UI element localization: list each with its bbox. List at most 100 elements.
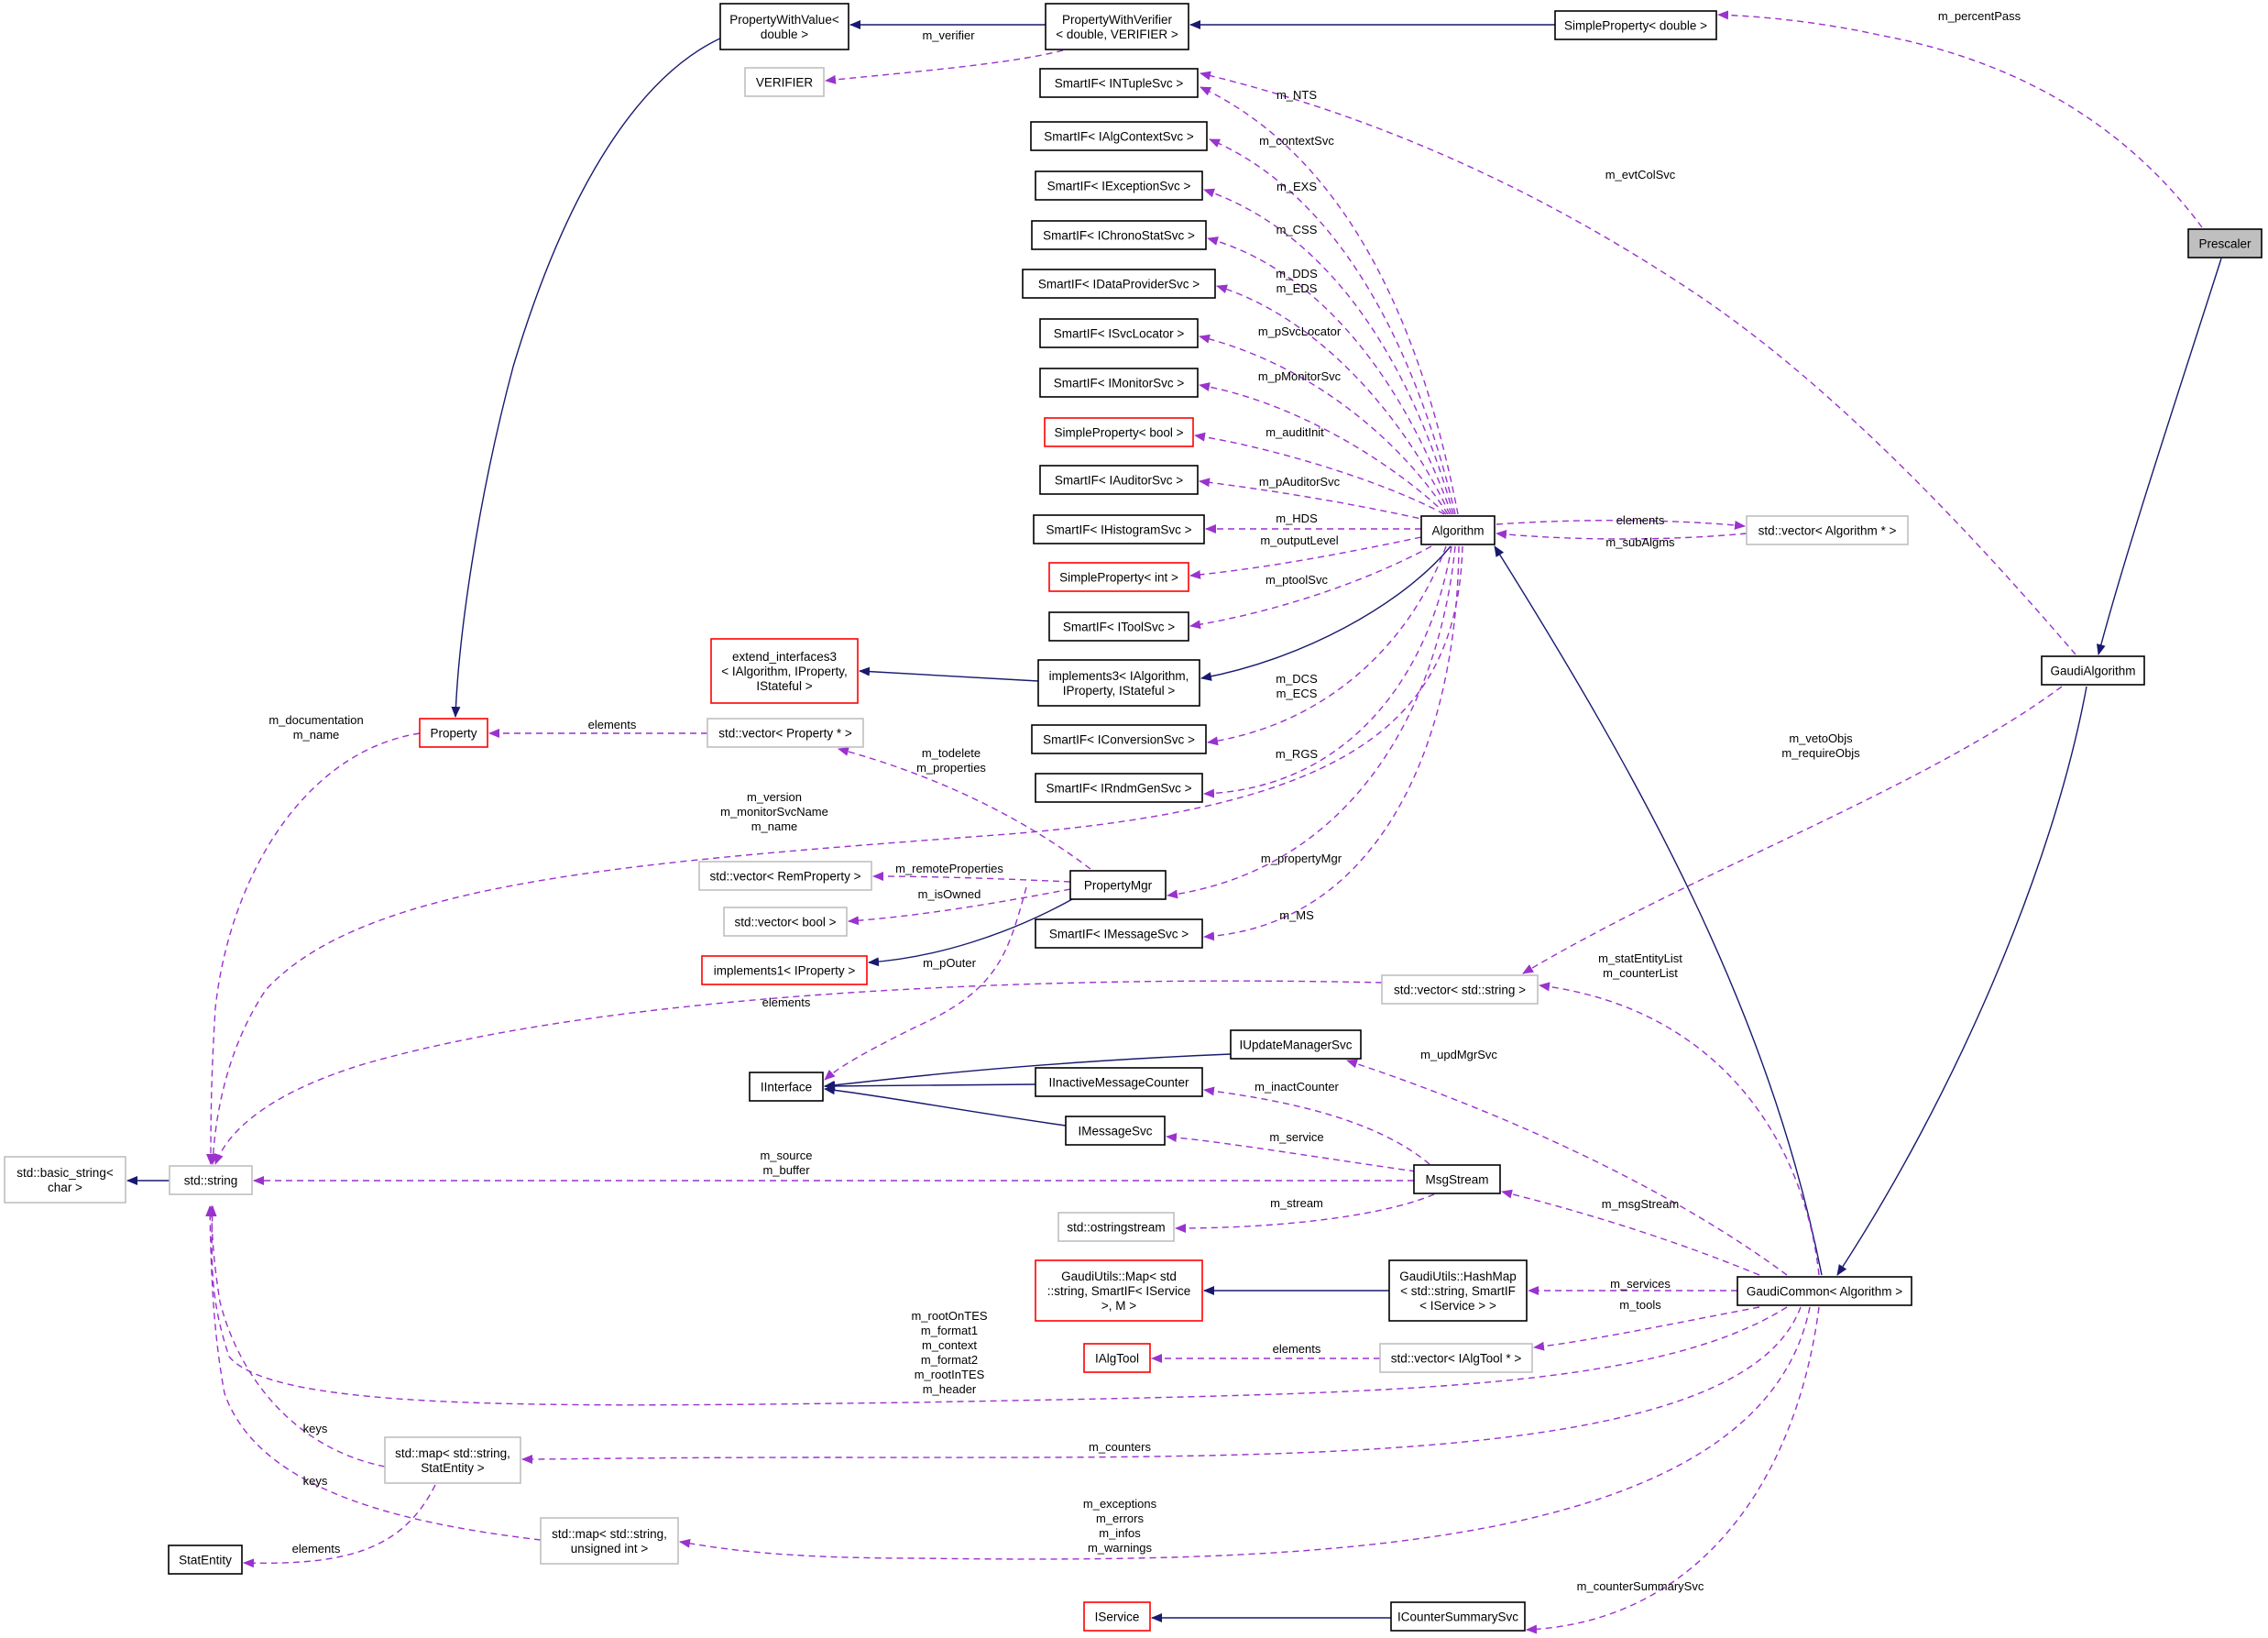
class-node-property-with-verifier[interactable]: PropertyWithVerifier< double, VERIFIER > bbox=[1045, 3, 1189, 50]
class-node-algorithm[interactable]: Algorithm bbox=[1420, 515, 1496, 545]
class-node-map-string-statentity: std::map< std::string,StatEntity > bbox=[384, 1436, 521, 1484]
class-node-smartif-tool[interactable]: SmartIF< IToolSvc > bbox=[1048, 611, 1189, 642]
class-node-label: IAlgTool bbox=[1095, 1352, 1139, 1366]
class-node-prescaler[interactable]: Prescaler bbox=[2187, 228, 2263, 258]
class-node-label: std::ostringstream bbox=[1067, 1221, 1165, 1235]
class-node-label: VERIFIER bbox=[756, 76, 814, 90]
class-node-stat-entity[interactable]: StatEntity bbox=[168, 1545, 243, 1575]
usage-arrow bbox=[1167, 545, 1456, 899]
class-node-smartif-monitor[interactable]: SmartIF< IMonitorSvc > bbox=[1039, 368, 1199, 398]
class-node-label: PropertyWithValue<double > bbox=[729, 13, 839, 41]
class-node-iservice[interactable]: IService bbox=[1083, 1601, 1151, 1632]
class-node-smartif-message[interactable]: SmartIF< IMessageSvc > bbox=[1035, 918, 1203, 949]
class-node-smartif-algcontext[interactable]: SmartIF< IAlgContextSvc > bbox=[1030, 121, 1208, 151]
class-node-ialgtool[interactable]: IAlgTool bbox=[1083, 1343, 1151, 1373]
class-node-property[interactable]: Property bbox=[419, 718, 488, 748]
edge-label: keys bbox=[303, 1474, 328, 1488]
class-node-smartif-rndmgen[interactable]: SmartIF< IRndmGenSvc > bbox=[1035, 773, 1203, 803]
class-node-property-with-value[interactable]: PropertyWithValue<double > bbox=[719, 3, 849, 50]
class-node-label: SmartIF< IExceptionSvc > bbox=[1047, 180, 1191, 193]
class-node-simple-property-double[interactable]: SimpleProperty< double > bbox=[1554, 10, 1717, 40]
edge-label: m_MS bbox=[1279, 908, 1314, 922]
class-node-label: Prescaler bbox=[2198, 237, 2252, 251]
usage-arrow bbox=[207, 1205, 1788, 1406]
usage-arrow bbox=[1200, 86, 1459, 515]
class-node-label: SmartIF< ISvcLocator > bbox=[1054, 327, 1185, 341]
class-node-implements1[interactable]: implements1< IProperty > bbox=[701, 955, 868, 985]
edge-label: m_pMonitorSvc bbox=[1258, 369, 1342, 383]
class-node-label: SimpleProperty< double > bbox=[1564, 19, 1707, 33]
edge-label: m_services bbox=[1610, 1277, 1671, 1291]
usage-arrow bbox=[872, 872, 1071, 883]
class-node-smartif-svclocator[interactable]: SmartIF< ISvcLocator > bbox=[1039, 318, 1199, 348]
class-node-simple-property-int[interactable]: SimpleProperty< int > bbox=[1048, 562, 1189, 592]
class-node-implements3[interactable]: implements3< IAlgorithm,IProperty, IStat… bbox=[1037, 659, 1200, 707]
inheritance-arrow bbox=[824, 1053, 1232, 1090]
usage-arrow bbox=[1496, 520, 1746, 530]
edge-label: m_auditInit bbox=[1265, 425, 1324, 439]
class-node-gaudi-common[interactable]: GaudiCommon< Algorithm > bbox=[1737, 1276, 1912, 1306]
class-node-label: std::vector< IAlgTool * > bbox=[1391, 1352, 1522, 1366]
class-node-smartif-conversion[interactable]: SmartIF< IConversionSvc > bbox=[1031, 724, 1207, 754]
class-node-ostringstream: std::ostringstream bbox=[1057, 1212, 1175, 1242]
class-node-smartif-chronostat[interactable]: SmartIF< IChronoStatSvc > bbox=[1031, 220, 1207, 250]
usage-arrow bbox=[679, 1306, 1811, 1560]
class-node-label: GaudiUtils::HashMap< std::string, SmartI… bbox=[1399, 1270, 1517, 1313]
class-node-gaudi-algorithm[interactable]: GaudiAlgorithm bbox=[2041, 655, 2145, 686]
class-node-map-string-uint: std::map< std::string,unsigned int > bbox=[540, 1517, 679, 1565]
class-node-smartif-histogram[interactable]: SmartIF< IHistogramSvc > bbox=[1033, 514, 1205, 544]
edge-label: m_updMgrSvc bbox=[1420, 1048, 1497, 1061]
class-node-label: std::map< std::string,StatEntity > bbox=[395, 1446, 510, 1475]
class-node-label: std::vector< Algorithm * > bbox=[1759, 524, 1897, 538]
class-node-iinterface[interactable]: IInterface bbox=[749, 1072, 824, 1102]
class-node-label: StatEntity bbox=[179, 1554, 232, 1567]
usage-arrow bbox=[1501, 1189, 1760, 1276]
class-node-smartif-auditor[interactable]: SmartIF< IAuditorSvc > bbox=[1039, 465, 1199, 495]
class-node-simple-property-bool[interactable]: SimpleProperty< bool > bbox=[1044, 417, 1194, 447]
class-node-label: std::vector< std::string > bbox=[1394, 984, 1526, 997]
usage-arrow bbox=[214, 980, 1383, 1165]
class-node-label: SmartIF< IRndmGenSvc > bbox=[1046, 782, 1191, 796]
edge-label: m_ptoolSvc bbox=[1265, 573, 1328, 587]
usage-arrow bbox=[1526, 1306, 1820, 1634]
class-node-icounter-summary-svc[interactable]: ICounterSummarySvc bbox=[1390, 1601, 1526, 1632]
class-node-label: PropertyMgr bbox=[1084, 879, 1153, 893]
edge-label: m_tools bbox=[1619, 1298, 1661, 1312]
class-node-property-mgr[interactable]: PropertyMgr bbox=[1069, 870, 1167, 900]
edge-label: elements bbox=[292, 1542, 341, 1556]
class-node-gaudiutils-map[interactable]: GaudiUtils::Map< std::string, SmartIF< I… bbox=[1035, 1259, 1203, 1322]
class-node-label: SmartIF< IAuditorSvc > bbox=[1055, 474, 1183, 488]
class-node-smartif-dataprovider[interactable]: SmartIF< IDataProviderSvc > bbox=[1022, 269, 1216, 299]
class-node-smartif-ntuple[interactable]: SmartIF< INTupleSvc > bbox=[1039, 68, 1199, 98]
class-node-msg-stream[interactable]: MsgStream bbox=[1413, 1164, 1501, 1194]
class-node-vector-algorithm-ptr: std::vector< Algorithm * > bbox=[1746, 515, 1909, 545]
class-node-imessage-svc[interactable]: IMessageSvc bbox=[1065, 1116, 1166, 1146]
class-node-label: Property bbox=[430, 727, 477, 741]
class-node-extend-interfaces3[interactable]: extend_interfaces3< IAlgorithm, IPropert… bbox=[710, 638, 859, 704]
class-node-label: IService bbox=[1095, 1611, 1140, 1624]
class-node-gaudiutils-hashmap[interactable]: GaudiUtils::HashMap< std::string, SmartI… bbox=[1388, 1259, 1528, 1322]
usage-arrow bbox=[208, 545, 1463, 1165]
edge-label: elements bbox=[588, 718, 637, 731]
class-node-smartif-exception[interactable]: SmartIF< IExceptionSvc > bbox=[1035, 170, 1203, 201]
class-node-iinactive-message-counter[interactable]: IInactiveMessageCounter bbox=[1035, 1067, 1203, 1097]
edges-layer bbox=[126, 10, 2222, 1634]
class-node-label: MsgStream bbox=[1425, 1173, 1488, 1187]
class-node-label: std::vector< Property * > bbox=[718, 727, 852, 741]
class-node-std-string: std::string bbox=[169, 1165, 253, 1195]
inheritance-arrow bbox=[1200, 545, 1452, 681]
usage-arrow bbox=[825, 49, 1064, 84]
edge-label: m_percentPass bbox=[1938, 9, 2021, 23]
usage-arrow bbox=[206, 732, 421, 1165]
class-node-vector-bool: std::vector< bool > bbox=[723, 907, 848, 937]
usage-arrow bbox=[1199, 382, 1447, 515]
usage-arrow bbox=[838, 747, 1091, 870]
class-node-iupdate-manager-svc[interactable]: IUpdateManagerSvc bbox=[1230, 1029, 1362, 1060]
usage-arrow bbox=[1207, 236, 1452, 515]
class-node-label: std::vector< bool > bbox=[734, 916, 836, 929]
